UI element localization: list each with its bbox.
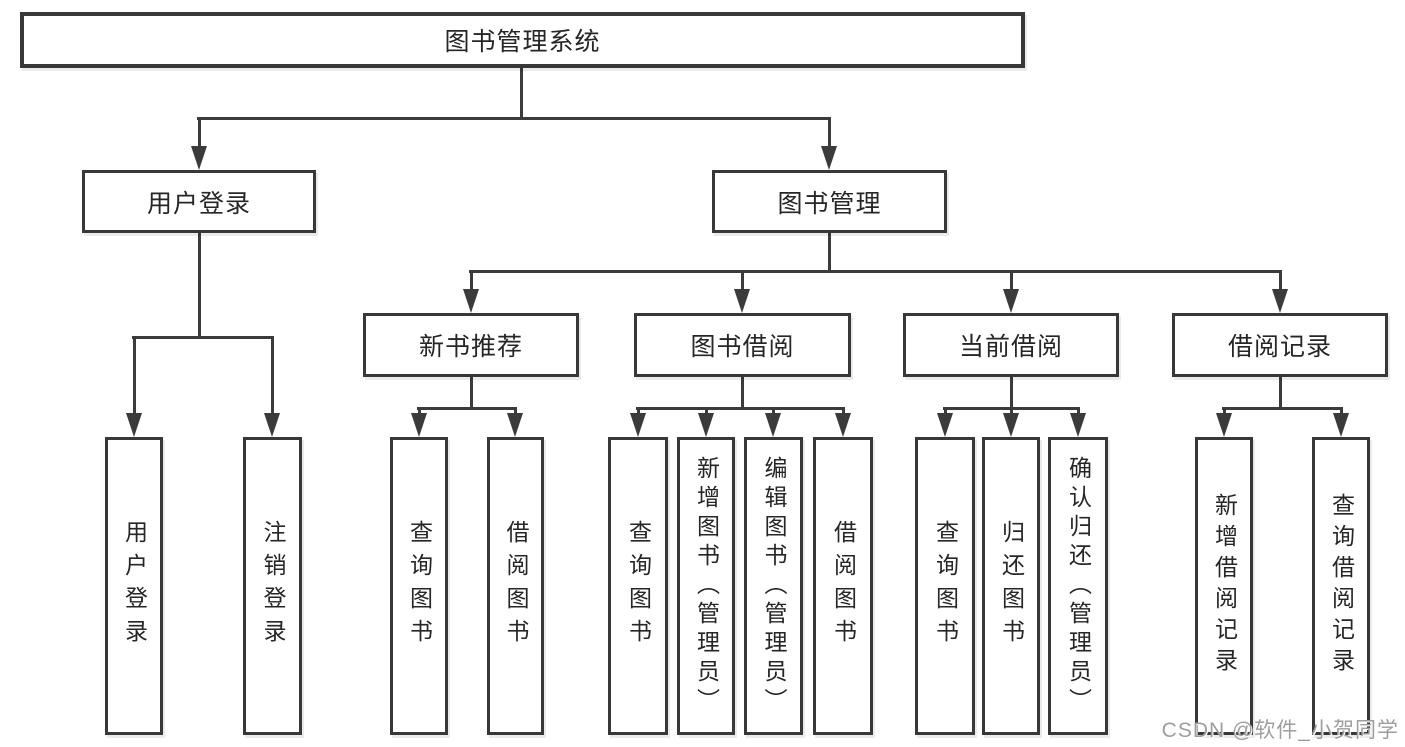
leaf-borrow-books-recommend: 借阅图书 bbox=[487, 437, 544, 735]
node-current-borrow: 当前借阅 bbox=[903, 313, 1119, 377]
connector-vline bbox=[740, 377, 744, 410]
arrow-stem bbox=[1009, 270, 1013, 293]
connector-vline bbox=[1009, 377, 1013, 410]
arrow-stem bbox=[841, 407, 845, 417]
arrow-stem bbox=[1009, 407, 1013, 417]
leaf-label: 查询图书 bbox=[932, 520, 959, 652]
connector-vline bbox=[1278, 377, 1282, 410]
leaf-add-borrow-record: 新增借阅记录 bbox=[1195, 437, 1253, 735]
arrow-stem bbox=[636, 407, 640, 417]
arrow-stem bbox=[943, 407, 947, 417]
node-borrow-records: 借阅记录 bbox=[1172, 313, 1388, 377]
connector-vline bbox=[197, 233, 201, 339]
connector-hline bbox=[1222, 407, 1343, 410]
leaf-label: 确认归还（管理员） bbox=[1065, 455, 1092, 717]
arrow-stem bbox=[704, 407, 708, 417]
arrow-stem bbox=[1076, 407, 1080, 417]
arrow-down-icon bbox=[937, 413, 953, 437]
arrow-down-icon bbox=[1272, 289, 1288, 313]
arrow-down-icon bbox=[821, 146, 837, 170]
leaf-label: 查询图书 bbox=[406, 520, 433, 652]
arrow-down-icon bbox=[1003, 289, 1019, 313]
arrow-down-icon bbox=[1003, 413, 1019, 437]
arrow-down-icon bbox=[1216, 413, 1232, 437]
leaf-label: 借阅图书 bbox=[503, 520, 529, 652]
node-book-borrow: 图书借阅 bbox=[634, 313, 851, 377]
leaf-return-book: 归还图书 bbox=[982, 437, 1040, 735]
connector-vline bbox=[519, 68, 523, 120]
arrow-stem bbox=[827, 117, 831, 150]
arrow-stem bbox=[1278, 270, 1282, 293]
connector-hline bbox=[197, 117, 831, 120]
arrow-down-icon bbox=[264, 413, 280, 437]
arrow-down-icon bbox=[765, 413, 781, 437]
arrow-down-icon bbox=[126, 413, 142, 437]
leaf-query-books-current: 查询图书 bbox=[915, 437, 975, 735]
arrow-stem bbox=[417, 407, 421, 417]
arrow-stem bbox=[270, 336, 274, 417]
connector-vline bbox=[469, 377, 473, 410]
arrow-stem bbox=[771, 407, 775, 417]
arrow-down-icon bbox=[411, 413, 427, 437]
leaf-confirm-return-admin: 确认归还（管理员） bbox=[1048, 437, 1108, 735]
leaf-label: 查询借阅记录 bbox=[1328, 493, 1355, 679]
node-new-book-recommend: 新书推荐 bbox=[363, 313, 579, 377]
arrow-down-icon bbox=[1070, 413, 1086, 437]
leaf-label: 注销登录 bbox=[260, 520, 286, 652]
arrow-down-icon bbox=[463, 289, 479, 313]
node-root: 图书管理系统 bbox=[20, 12, 1025, 68]
arrow-down-icon bbox=[1333, 413, 1349, 437]
leaf-query-books-recommend: 查询图书 bbox=[390, 437, 448, 735]
watermark: CSDN @软件_小贺同学 bbox=[1161, 719, 1399, 742]
leaf-add-book-admin: 新增图书（管理员） bbox=[677, 437, 735, 735]
arrow-stem bbox=[132, 336, 136, 417]
arrow-stem bbox=[740, 270, 744, 293]
connector-hline bbox=[469, 270, 1282, 273]
connector-hline bbox=[417, 407, 517, 410]
arrow-down-icon bbox=[734, 289, 750, 313]
arrow-stem bbox=[469, 270, 473, 293]
arrow-down-icon bbox=[698, 413, 714, 437]
leaf-label: 新增借阅记录 bbox=[1211, 493, 1238, 679]
arrow-stem bbox=[1339, 407, 1343, 417]
leaf-query-books-borrow: 查询图书 bbox=[608, 437, 668, 735]
leaf-borrow-books: 借阅图书 bbox=[813, 437, 873, 735]
arrow-down-icon bbox=[191, 146, 207, 170]
arrow-stem bbox=[197, 117, 201, 150]
leaf-label: 新增图书（管理员） bbox=[693, 455, 720, 717]
leaf-label: 借阅图书 bbox=[830, 520, 857, 652]
leaf-query-borrow-record: 查询借阅记录 bbox=[1312, 437, 1370, 735]
arrow-down-icon bbox=[630, 413, 646, 437]
node-book-management: 图书管理 bbox=[712, 170, 947, 233]
connector-vline bbox=[827, 233, 831, 273]
arrow-down-icon bbox=[507, 413, 523, 437]
leaf-edit-book-admin: 编辑图书（管理员） bbox=[744, 437, 803, 735]
leaf-label: 编辑图书（管理员） bbox=[761, 455, 787, 717]
leaf-user-login: 用户登录 bbox=[105, 437, 163, 735]
connector-hline bbox=[636, 407, 845, 410]
leaf-label: 用户登录 bbox=[121, 520, 148, 652]
leaf-label: 查询图书 bbox=[625, 520, 652, 652]
leaf-logout: 注销登录 bbox=[243, 437, 302, 735]
connector-hline bbox=[132, 336, 274, 339]
arrow-down-icon bbox=[835, 413, 851, 437]
arrow-stem bbox=[513, 407, 517, 417]
node-user-login: 用户登录 bbox=[82, 170, 316, 233]
arrow-stem bbox=[1222, 407, 1226, 417]
leaf-label: 归还图书 bbox=[998, 520, 1025, 652]
